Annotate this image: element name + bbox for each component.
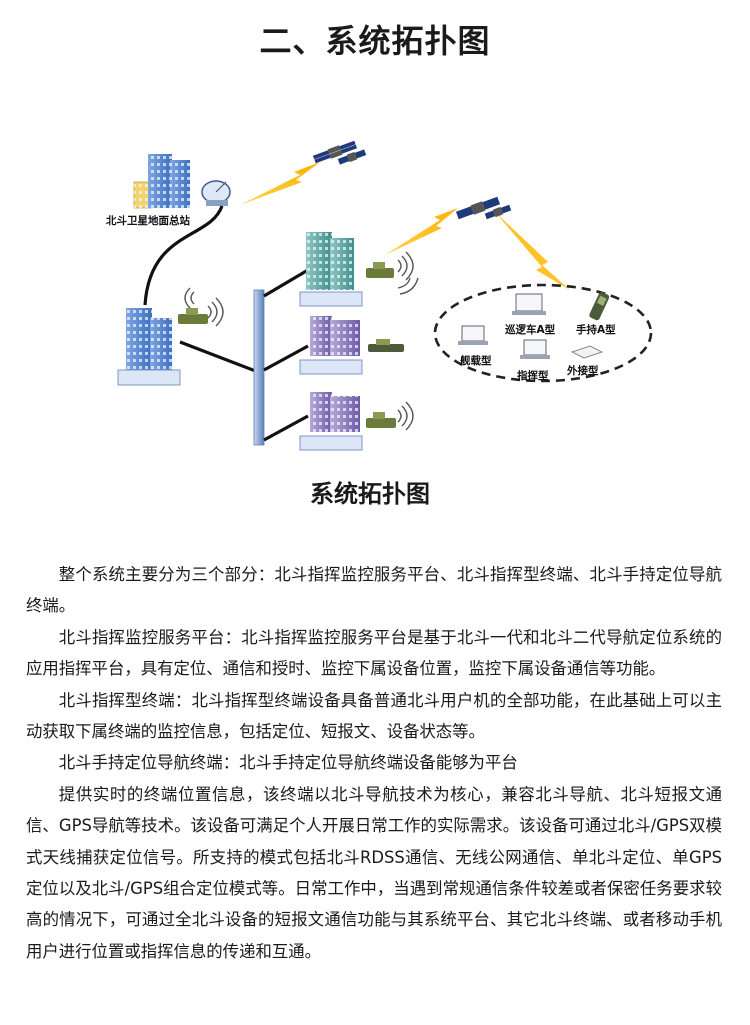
handheld-device-icon	[589, 292, 610, 321]
satellite-icon	[337, 149, 367, 165]
laptop-icon	[458, 325, 488, 345]
terminal-label-handheld: 手持A型	[576, 323, 616, 336]
sub-center-building	[299, 232, 363, 307]
page-title: 二、系统拓扑图	[259, 22, 491, 60]
beam-satellite-server	[385, 208, 458, 255]
paragraph: 北斗指挥型终端：北斗指挥型终端设备具备普通北斗用户机的全部功能，在此基础上可以主…	[26, 690, 722, 742]
terminal-label-patrol-car: 巡逻车A型	[505, 323, 556, 336]
terminal-group-boundary	[433, 283, 653, 383]
beam-satellite-terminals	[495, 212, 570, 290]
laptop-icon	[512, 293, 546, 315]
terminal-label-command: 指挥型	[517, 369, 549, 382]
terminal-device-icon	[368, 339, 404, 352]
satellite-icon	[455, 196, 501, 220]
system-topology-diagram: 北斗卫星地面总站	[106, 140, 653, 451]
sub-center-building	[299, 316, 363, 375]
paragraph: 北斗指挥监控服务平台：北斗指挥监控服务平台是基于北斗一代和北斗二代导航定位系统的…	[26, 627, 722, 679]
signal-waves-icon	[397, 251, 419, 295]
paragraph: 提供实时的终端位置信息，该终端以北斗导航技术为核心，兼容北斗导航、北斗短报文通信…	[26, 784, 722, 961]
paragraph: 北斗手持定位导航终端：北斗手持定位导航终端设备能够为平台	[58, 753, 518, 773]
network-backbone	[253, 289, 265, 446]
terminal-label-external: 外接型	[566, 364, 599, 377]
laptop-icon	[520, 339, 550, 359]
terminal-device-icon	[366, 412, 396, 428]
cable-server-to-backbone	[179, 340, 259, 374]
sub-center-building	[299, 392, 363, 451]
terminal-device-icon	[178, 308, 208, 324]
signal-waves-icon	[397, 401, 414, 431]
satellite-icon	[484, 204, 512, 220]
diagram-caption: 系统拓扑图	[310, 480, 430, 508]
command-center-building	[117, 308, 181, 386]
external-device-icon	[570, 345, 604, 359]
ground-station-label: 北斗卫星地面总站	[106, 214, 190, 227]
terminal-device-icon	[366, 262, 394, 278]
signal-waves-icon	[184, 287, 224, 327]
cable-ground-to-server	[143, 205, 224, 306]
description-text: 整个系统主要分为三个部分：北斗指挥监控服务平台、北斗指挥型终端、北斗手持定位导航…	[26, 559, 722, 967]
beam-ground-satellite	[240, 162, 320, 205]
satellite-icon	[312, 140, 358, 164]
ground-station-buildings	[133, 154, 190, 209]
terminal-label-shipborne: 舰载型	[460, 354, 492, 367]
ground-dish-icon	[201, 180, 231, 206]
paragraph: 整个系统主要分为三个部分：北斗指挥监控服务平台、北斗指挥型终端、北斗手持定位导航…	[26, 565, 722, 616]
